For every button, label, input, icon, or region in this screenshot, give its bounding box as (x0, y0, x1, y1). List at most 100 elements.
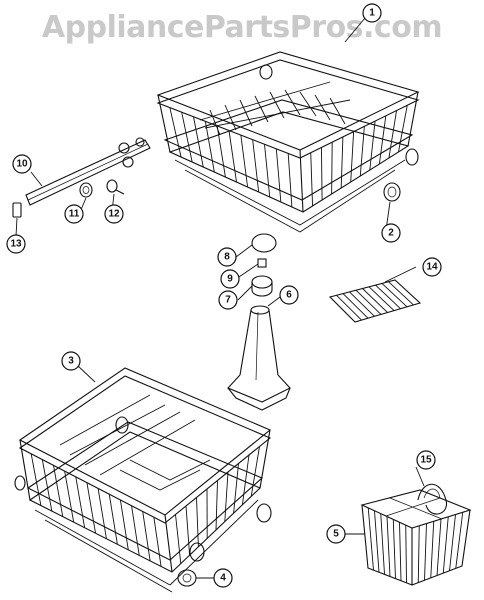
wire-strand (224, 471, 229, 522)
part-2-wheel (383, 182, 401, 202)
wire-strand (252, 139, 260, 193)
callout-10: 10 (12, 154, 32, 174)
wire-strand (388, 110, 397, 159)
callout-13: 13 (6, 234, 26, 254)
part-8-cap (251, 233, 277, 253)
callout-14-label: 14 (426, 262, 438, 273)
wire-strand (193, 116, 204, 168)
part-6-tower (227, 305, 291, 411)
wire-strand (196, 497, 199, 547)
wire-strand (386, 516, 391, 577)
callout-8: 8 (217, 247, 237, 267)
part-5-basket (360, 489, 472, 586)
wire-strand (53, 465, 64, 517)
wire-strand (142, 511, 151, 561)
callout-7-label: 7 (225, 295, 231, 306)
callout-2-label: 2 (388, 228, 394, 239)
wire-strand (321, 147, 323, 201)
wire-strand (216, 125, 226, 178)
part-11-roller (79, 182, 93, 198)
wire-strand (430, 521, 435, 578)
wire-strand (64, 470, 75, 523)
wire-strand (241, 454, 250, 505)
wire-strand (349, 291, 375, 317)
wire-strand (169, 107, 182, 158)
callout-15-label: 15 (420, 455, 432, 466)
wire-strand (204, 121, 215, 173)
lower-rack (14, 367, 272, 593)
callout-9: 9 (220, 269, 240, 289)
callout-9-label: 9 (227, 274, 233, 285)
wire-strand (369, 121, 376, 171)
wire-strand (97, 488, 107, 539)
callout-15: 15 (416, 450, 436, 470)
callout-12: 12 (104, 204, 124, 224)
wire-strand (240, 135, 249, 188)
wire-strand (350, 131, 355, 183)
callout-7: 7 (218, 290, 238, 310)
wire-strand (417, 525, 420, 583)
wire-strand (359, 126, 365, 177)
callout-6: 6 (279, 285, 299, 305)
wire-strand (392, 519, 396, 579)
wire-strand (336, 294, 362, 321)
wire-strand (398, 105, 408, 153)
callout-2: 2 (381, 223, 401, 243)
callout-4-label: 4 (220, 573, 226, 584)
callout-5: 5 (326, 524, 346, 544)
part-4-wheel (177, 569, 197, 587)
wire-strand (131, 505, 140, 556)
part-15-handle (417, 483, 448, 515)
upper-rack (156, 51, 420, 233)
wire-strand (424, 523, 427, 581)
callout-5-label: 5 (333, 529, 339, 540)
wire-strand (275, 148, 282, 203)
callout-12-label: 12 (108, 209, 120, 220)
callout-6-label: 6 (286, 290, 292, 301)
wire-strand (250, 446, 260, 497)
wire-strand (86, 482, 96, 534)
wire-strand (374, 510, 380, 573)
wire-strand (362, 288, 388, 313)
wire-strand (381, 283, 408, 308)
wire-strand (228, 130, 237, 183)
callout-4: 4 (213, 568, 233, 588)
part-9-screw (257, 258, 267, 268)
wire-strand (185, 505, 191, 556)
callout-11: 11 (64, 204, 84, 224)
part-7-nut (251, 275, 273, 297)
wire-strand (264, 144, 271, 198)
wire-strand (181, 112, 193, 163)
wire-strand (310, 152, 313, 207)
wire-strand (215, 480, 218, 531)
wire-strand (153, 517, 162, 567)
wire-strand (455, 512, 464, 569)
wire-strand (378, 115, 387, 165)
wire-strand (442, 516, 449, 574)
callout-1: 1 (362, 3, 382, 23)
wire-strand (367, 507, 374, 571)
wire-strand (108, 494, 118, 545)
callout-3-label: 3 (68, 356, 74, 367)
wire-strand (331, 142, 333, 195)
wire-strand (399, 522, 402, 581)
wire-strand (355, 289, 382, 315)
wire-strand (340, 136, 344, 189)
wire-strand (449, 514, 456, 571)
wire-strand (119, 499, 129, 550)
wire-strand (30, 453, 42, 506)
wire-strand (380, 513, 385, 575)
callout-8-label: 8 (224, 252, 230, 263)
wire-strand (75, 476, 86, 528)
wire-strand (368, 286, 395, 311)
wire-strand (405, 525, 407, 583)
callout-13-label: 13 (10, 239, 22, 250)
callout-1-label: 1 (369, 8, 375, 19)
part-13-endcap (12, 202, 22, 218)
wire-strand (388, 281, 414, 306)
wire-strand (233, 463, 239, 514)
wire-strand (41, 459, 53, 512)
wire-strand (175, 514, 182, 564)
